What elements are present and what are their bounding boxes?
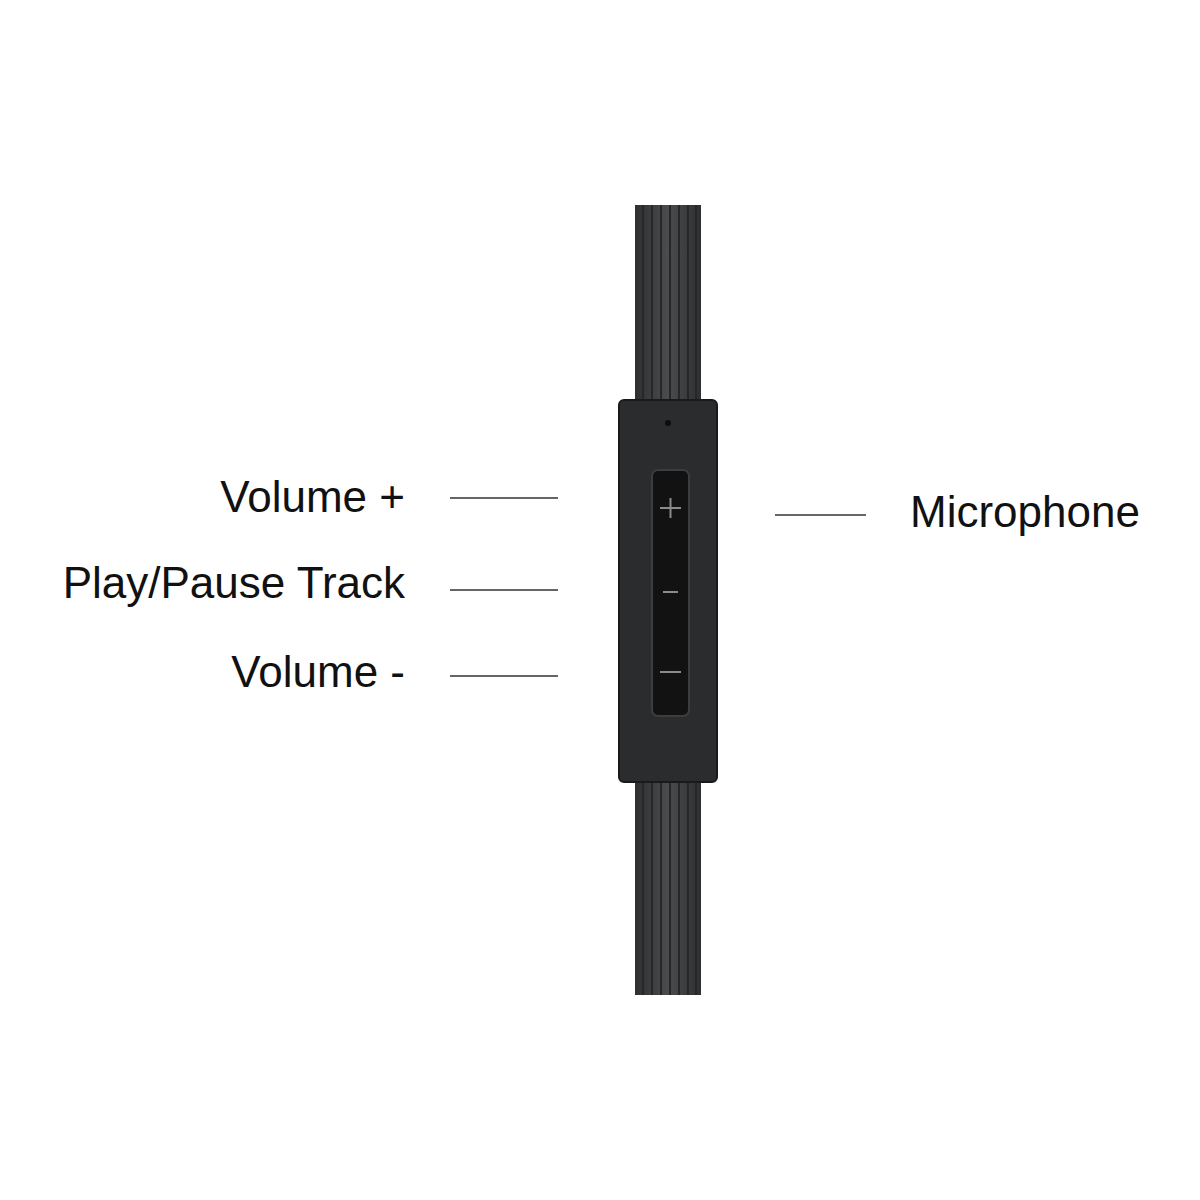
leader-lines — [450, 498, 866, 676]
volume-up-label: Volume + — [220, 471, 405, 523]
play-pause-label: Play/Pause Track — [63, 557, 405, 609]
remote-housing — [619, 400, 717, 782]
volume-down-label: Volume - — [231, 646, 405, 698]
microphone-label: Microphone — [910, 486, 1140, 538]
